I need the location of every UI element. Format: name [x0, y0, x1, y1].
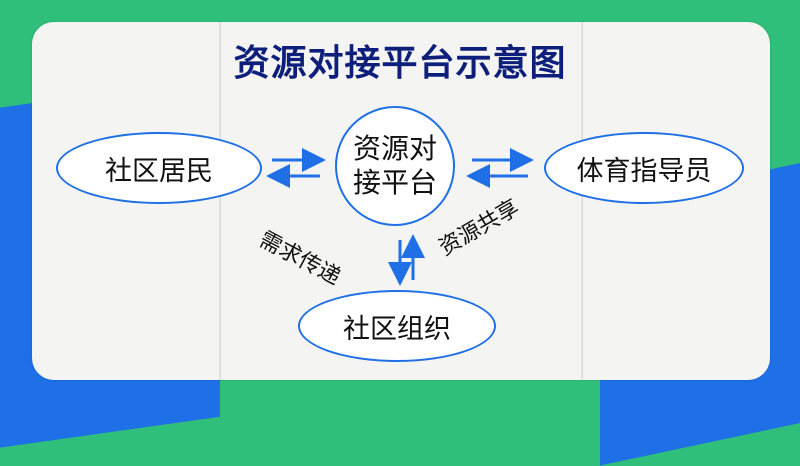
panel-seam [220, 22, 221, 380]
node-community-organizations: 社区组织 [298, 290, 496, 362]
node-resource-platform-hub: 资源对 接平台 [335, 106, 455, 226]
hub-label-line1: 资源对 [352, 132, 437, 165]
node-label: 体育指导员 [576, 155, 712, 187]
node-label: 社区组织 [343, 313, 451, 345]
node-community-residents: 社区居民 [56, 132, 262, 204]
connector-arrows [266, 148, 534, 286]
node-sports-instructors: 体育指导员 [544, 132, 744, 204]
hub-label-line2: 接平台 [352, 166, 437, 199]
node-label: 社区居民 [105, 155, 213, 187]
panel-seam [582, 22, 583, 380]
diagram-title: 资源对接平台示意图 [233, 43, 567, 84]
